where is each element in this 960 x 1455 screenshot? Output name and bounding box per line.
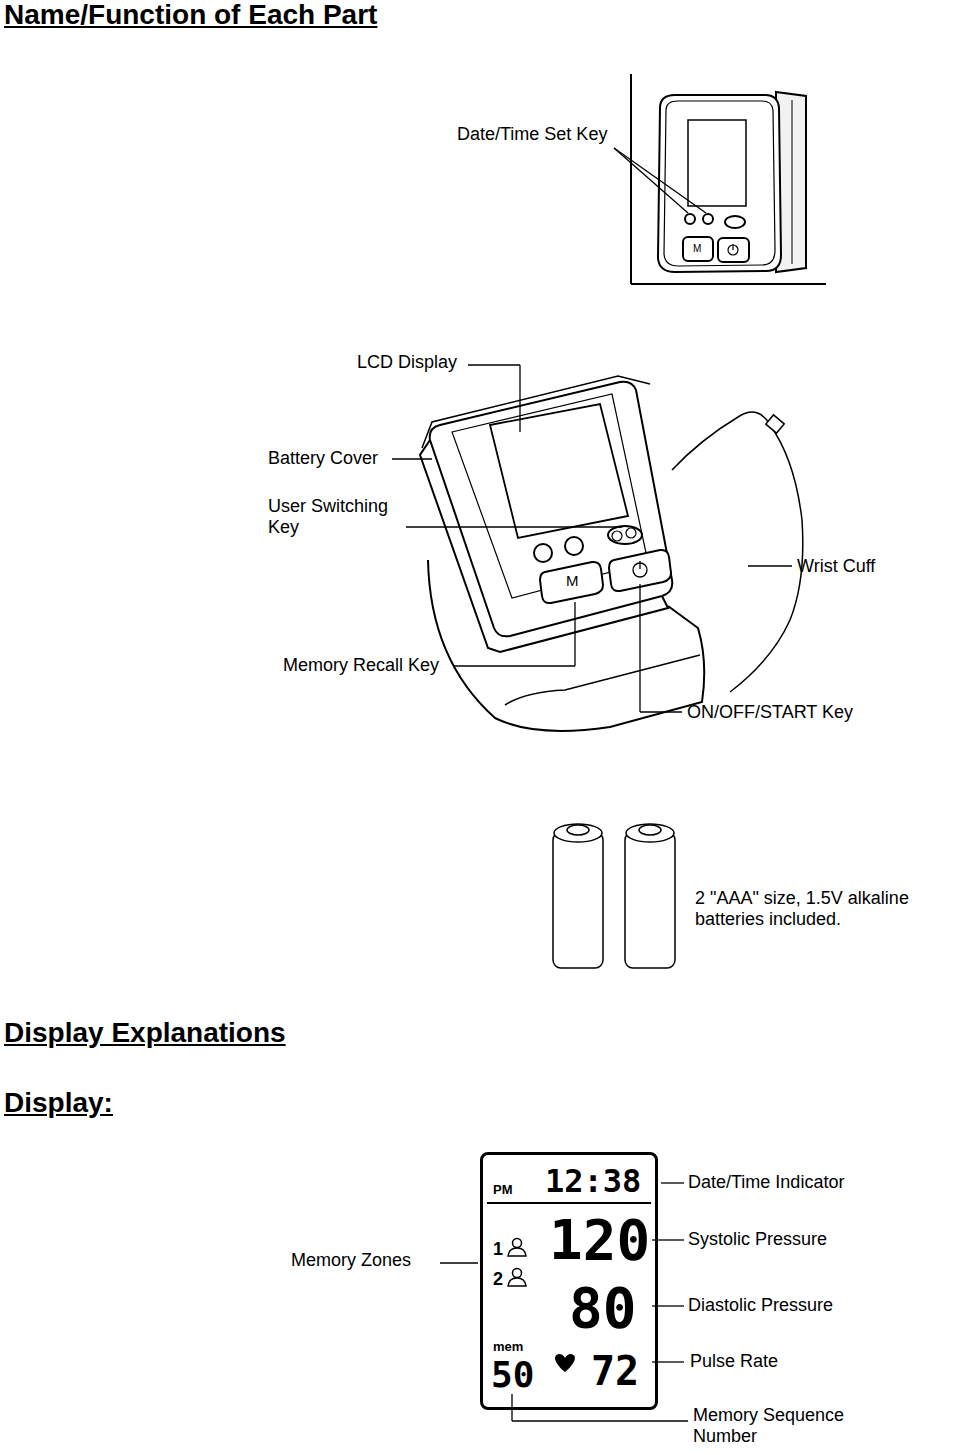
display-label: Diastolic Pressure (688, 1295, 833, 1316)
part-label: ON/OFF/START Key (687, 702, 853, 723)
display-label: Pulse Rate (690, 1351, 778, 1372)
small-device (614, 74, 826, 284)
button-letter: M (566, 572, 579, 589)
display-label: Date/Time Indicator (688, 1172, 844, 1193)
display-label: Memory Zones (291, 1250, 411, 1271)
lcd-time: 12:38 (545, 1165, 641, 1197)
lcd-user-number: 1 (493, 1240, 503, 1258)
page-heading: Name/Function of Each Part (4, 0, 377, 31)
part-label: Memory Recall Key (283, 655, 439, 676)
part-label: Wrist Cuff (797, 556, 875, 577)
lcd-memory-number: 50 (491, 1357, 534, 1393)
wrist-monitor (392, 365, 803, 731)
battery-note: 2 "AAA" size, 1.5V alkaline batteries in… (695, 888, 957, 929)
lcd-pulse: 72 (591, 1351, 639, 1391)
part-label: User Switching Key (268, 496, 403, 537)
part-label: Date/Time Set Key (457, 124, 607, 145)
section-heading: Display: (4, 1088, 113, 1119)
display-label: Systolic Pressure (688, 1229, 827, 1250)
display-label: Memory Sequence Number (693, 1405, 878, 1446)
part-label: LCD Display (357, 352, 457, 373)
batteries (553, 824, 675, 968)
part-label: Battery Cover (268, 448, 378, 469)
lcd-details (440, 1183, 688, 1421)
lcd-systolic: 120 (549, 1212, 650, 1268)
lcd-diastolic: 80 (569, 1280, 636, 1336)
lcd-user-number: 2 (493, 1270, 503, 1288)
lcd-mem-mark: mem (493, 1340, 523, 1353)
lcd-display-panel: PM 12:38 1 2 120 80 mem 50 72 (480, 1152, 658, 1410)
button-letter: M (693, 243, 701, 255)
section-heading: Display Explanations (4, 1018, 286, 1049)
lcd-am-pm: PM (493, 1183, 513, 1196)
